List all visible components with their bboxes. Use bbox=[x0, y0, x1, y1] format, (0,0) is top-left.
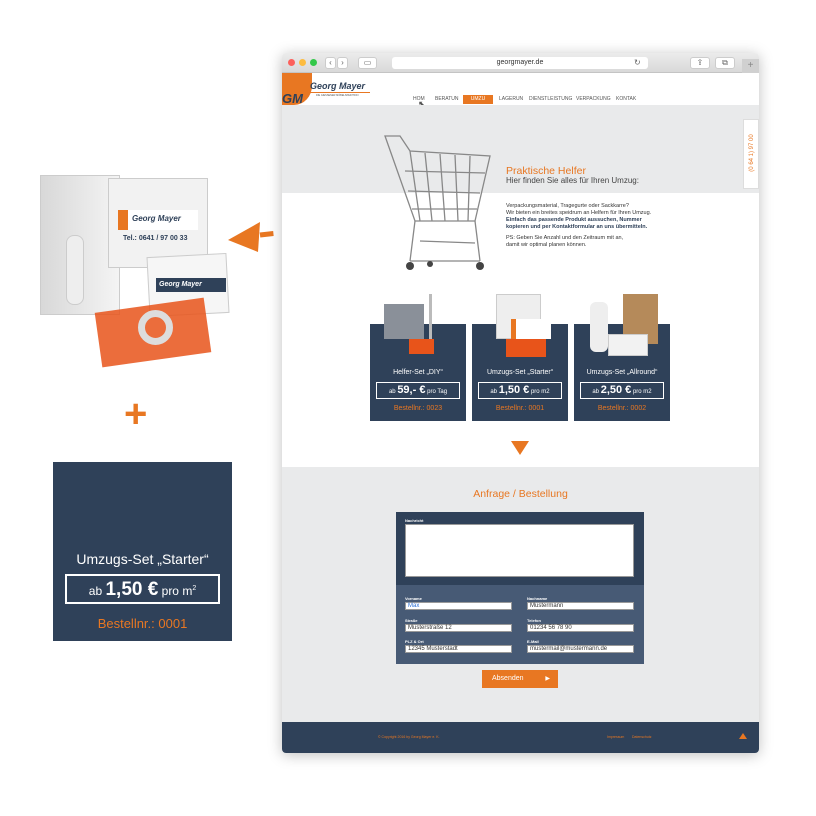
callout-product-card: Umzugs-Set „Starter“ ab 1,50 € pro m2 Be… bbox=[53, 462, 232, 641]
street-input[interactable]: Musterstraße 12 bbox=[405, 624, 512, 632]
hero-subtitle: Hier finden Sie alles für Ihren Umzug: bbox=[506, 176, 639, 185]
back-button[interactable]: ‹ bbox=[325, 57, 336, 69]
nav-lagerung[interactable]: LAGERUN bbox=[499, 96, 524, 102]
product-image bbox=[374, 294, 462, 364]
play-icon: ▶ bbox=[545, 676, 550, 682]
zoom-window-button[interactable] bbox=[310, 59, 317, 66]
nav-verpackung[interactable]: VERPACKUNG bbox=[576, 96, 611, 102]
shopping-cart-image bbox=[384, 135, 491, 270]
hero-text: Verpackungsmaterial, Tragegurte oder Sac… bbox=[506, 203, 652, 248]
site-header: GM Georg Mayer DIE GIESSENER MÖBELSPEDIT… bbox=[282, 73, 759, 109]
share-icon[interactable]: ⇪ bbox=[690, 57, 710, 69]
message-textarea[interactable] bbox=[405, 524, 634, 577]
callout-order-number: Bestellnr.: 0001 bbox=[97, 616, 188, 631]
zip-city-input[interactable]: 12345 Musterstadt bbox=[405, 645, 512, 653]
datenschutz-link[interactable]: Datenschutz bbox=[632, 735, 652, 739]
product-card-starter[interactable]: Umzugs-Set „Starter“ ab 1,50 € pro m2 Be… bbox=[472, 294, 568, 421]
phone-tab[interactable]: (0 64 1) 97 00 bbox=[743, 119, 759, 189]
new-tab-button[interactable]: + bbox=[742, 59, 759, 73]
price-box: ab 59,- € pro Tag bbox=[376, 382, 460, 399]
address-bar[interactable]: georgmayer.de bbox=[392, 57, 648, 69]
scroll-top-icon[interactable] bbox=[739, 733, 747, 739]
order-number: Bestellnr.: 0002 bbox=[597, 405, 647, 412]
submit-button[interactable]: Absenden▶ bbox=[482, 670, 558, 688]
price-box: ab 2,50 € pro m2 bbox=[580, 382, 664, 399]
minimize-window-button[interactable] bbox=[299, 59, 306, 66]
sidebar-toggle-icon[interactable]: ▭ bbox=[358, 57, 377, 69]
close-window-button[interactable] bbox=[288, 59, 295, 66]
browser-toolbar: ‹ › ▭ georgmayer.de ↻ ⇪ ⧉ + bbox=[282, 53, 759, 73]
order-number: Bestellnr.: 0023 bbox=[393, 405, 443, 412]
nav-kontakt[interactable]: KONTAK bbox=[616, 96, 637, 102]
contact-form: Nachricht Vorname Max Nachname Musterman… bbox=[396, 512, 644, 664]
product-card-allround[interactable]: Umzugs-Set „Allround“ ab 2,50 € pro m2 B… bbox=[574, 294, 670, 421]
nav-dienstleistung[interactable]: DIENSTLEISTUNG bbox=[529, 96, 573, 102]
logo[interactable]: GM Georg Mayer DIE GIESSENER MÖBELSPEDIT… bbox=[282, 73, 377, 106]
form-section: Anfrage / Bestellung Nachricht Vorname M… bbox=[282, 467, 759, 722]
impressum-link[interactable]: Impressum bbox=[607, 735, 625, 739]
last-name-input[interactable]: Mustermann bbox=[527, 602, 634, 610]
reload-icon[interactable]: ↻ bbox=[634, 58, 641, 67]
product-photo: Georg Mayer Tel.: 0641 / 97 00 33 Georg … bbox=[38, 170, 233, 368]
form-title: Anfrage / Bestellung bbox=[473, 488, 568, 500]
tabs-icon[interactable]: ⧉ bbox=[715, 57, 735, 69]
down-arrow-icon bbox=[511, 441, 529, 455]
copyright: © Copyright 2016 by Georg Mayer e. K. bbox=[378, 735, 440, 739]
hero-band bbox=[282, 105, 759, 193]
order-number: Bestellnr.: 0001 bbox=[495, 405, 545, 412]
product-card-diy[interactable]: Helfer-Set „DIY“ ab 59,- € pro Tag Beste… bbox=[370, 294, 466, 421]
product-image bbox=[578, 294, 666, 364]
forward-button[interactable]: › bbox=[337, 57, 348, 69]
site-footer: © Copyright 2016 by Georg Mayer e. K. Im… bbox=[282, 722, 759, 753]
callout-price-box: ab 1,50 € pro m2 bbox=[65, 574, 220, 604]
nav-beratung[interactable]: BERATUN bbox=[435, 96, 459, 102]
callout-product-name: Umzugs-Set „Starter“ bbox=[76, 551, 209, 567]
phone-input[interactable]: 01234 56 78 90 bbox=[527, 624, 634, 632]
hero-title: Praktische Helfer bbox=[506, 165, 586, 177]
nav-umzug[interactable]: UMZU bbox=[463, 95, 493, 104]
plus-sign: + bbox=[124, 392, 148, 436]
nav-home[interactable]: HOM bbox=[413, 96, 425, 102]
browser-window: ‹ › ▭ georgmayer.de ↻ ⇪ ⧉ + GM Georg May… bbox=[282, 53, 759, 753]
product-image bbox=[476, 294, 564, 364]
price-box: ab 1,50 € pro m2 bbox=[478, 382, 562, 399]
email-input[interactable]: mustermail@mustermann.de bbox=[527, 645, 634, 653]
mouse-cursor-icon: ⬉ bbox=[418, 99, 426, 109]
first-name-input[interactable]: Max bbox=[405, 602, 512, 610]
